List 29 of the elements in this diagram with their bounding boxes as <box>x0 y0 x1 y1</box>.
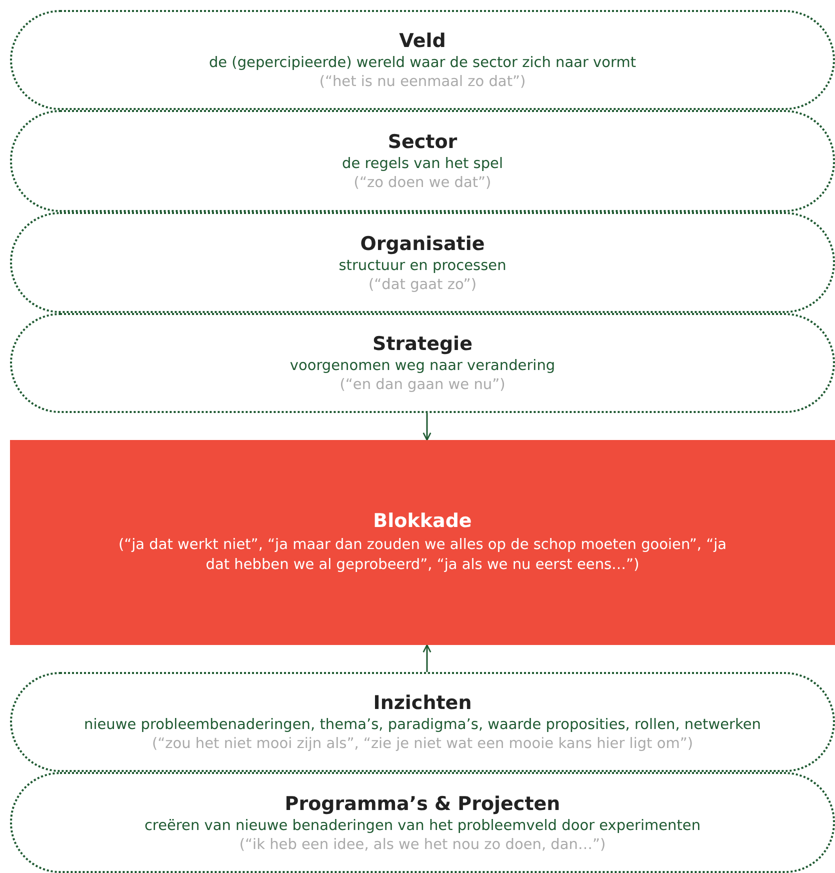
node-title: Sector <box>388 131 458 153</box>
stadium-box <box>10 772 835 873</box>
node-title: Veld <box>399 30 446 52</box>
quote-text: (“zou het niet mooi zijn als”, “zie je niet wat een mooie kans hier ligt om”) <box>152 736 694 752</box>
node-description: voorgenomen weg naar verandering <box>290 358 556 374</box>
arrow <box>422 413 432 441</box>
node-title: Programma’s & Projecten <box>284 792 560 814</box>
node-title: Blokkade <box>373 510 472 532</box>
stadium-box <box>10 212 835 313</box>
blocker-panel <box>10 440 835 645</box>
stadium-box <box>10 672 835 772</box>
node-title: Strategie <box>372 333 472 355</box>
quote-text: (“het is nu eenmaal zo dat”) <box>319 74 526 90</box>
node-description: structuur en processen <box>338 258 506 274</box>
quote-text: (“zo doen we dat”) <box>354 175 492 191</box>
node-title: Inzichten <box>373 692 472 714</box>
quote-text: (“dat gaat zo”) <box>368 276 476 292</box>
node-description: creëren van nieuwe benaderingen van het probleemveld door experimenten <box>144 818 701 834</box>
arrow <box>422 644 432 672</box>
node-title: Organisatie <box>360 232 485 254</box>
quote-text: (“ik heb een idee, als we het nou zo doen, dan…”) <box>239 836 606 852</box>
node-description: nieuwe probleembenaderingen, thema’s, paradigma’s, waarde proposities, rollen, netwerken <box>84 717 761 733</box>
node-description: de regels van het spel <box>342 156 503 172</box>
stadium-box <box>10 313 835 413</box>
quote-text: (“en dan gaan we nu”) <box>340 377 506 393</box>
stadium-box <box>10 10 835 110</box>
node-description: de (gepercipieerde) wereld waar de sector zich naar vormt <box>208 55 636 71</box>
stadium-box <box>10 110 835 212</box>
quote-text: (“ja dat werkt niet”, “ja maar dan zouden we alles op de schop moeten gooien”, “ja dat hebben we al geprobeerd”, “ja als we nu eerst eens…”) <box>117 536 728 575</box>
